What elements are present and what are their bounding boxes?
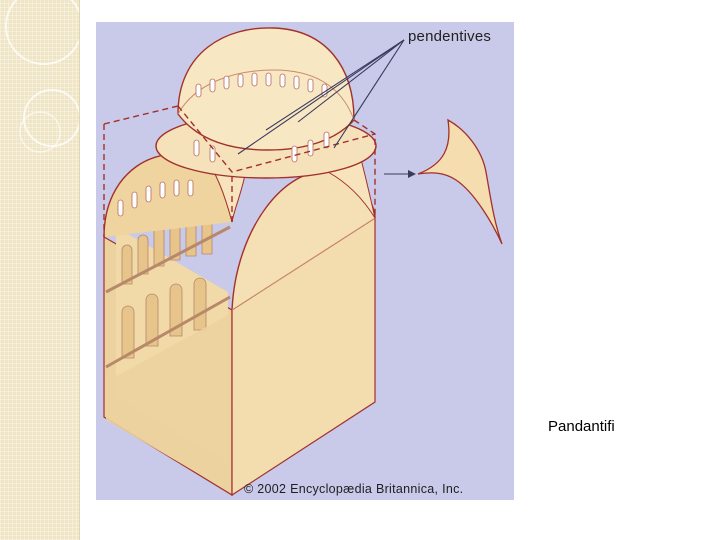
building-cutaway-drawing bbox=[103, 27, 503, 497]
slide-caption: Pandantifi bbox=[548, 418, 615, 435]
decorative-circles bbox=[5, 0, 79, 153]
pendentives-label: pendentives bbox=[408, 28, 492, 45]
copyright-credit: © 2002 Encyclopædia Britannica, Inc. bbox=[244, 482, 464, 496]
pendentives-illustration: pendentives © 2002 Encyclopædia Britanni… bbox=[96, 22, 514, 500]
decorative-side-strip bbox=[0, 0, 80, 540]
